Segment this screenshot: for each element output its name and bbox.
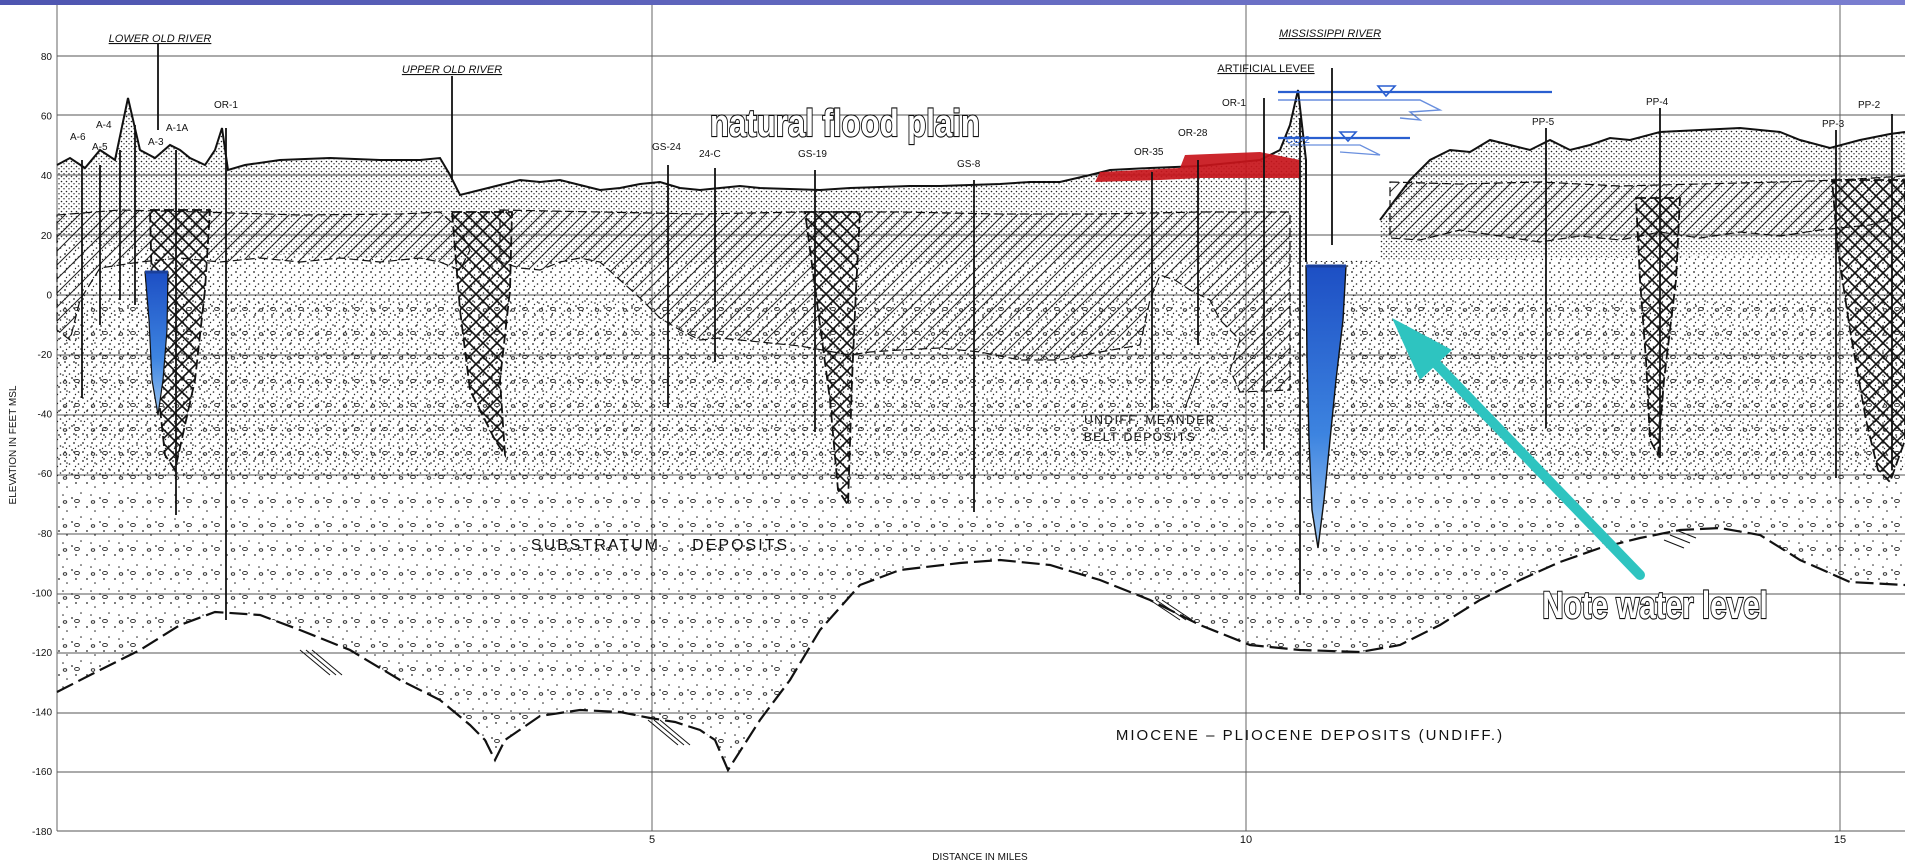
mississippi-river-label: MISSISSIPPI RIVER — [1279, 28, 1381, 40]
y-tick-label: -20 — [38, 350, 53, 361]
boring-gs8-label: GS-8 — [957, 159, 981, 170]
meander-belt-label-line1: UNDIFF. MEANDER — [1084, 413, 1216, 427]
boring-gs19-label: GS-19 — [798, 149, 827, 160]
y-tick-label: 40 — [41, 171, 53, 182]
channel-fill-pp2 — [1831, 179, 1905, 484]
substratum-base-contact — [56, 526, 1905, 773]
x-tick-label: 10 — [1240, 834, 1252, 846]
boring-a6-label: A-6 — [70, 132, 86, 143]
y-tick-label: -140 — [32, 708, 52, 719]
meander-belt-label-line2: BELT DEPOSITS — [1084, 430, 1196, 444]
boring-co2-label: CO-2 — [1286, 135, 1310, 146]
y-tick-label: 20 — [41, 231, 53, 242]
boring-a3-label: A-3 — [148, 137, 164, 148]
y-axis-ticks: 80 60 40 20 0 -20 -40 -60 -80 -100 -120 -140 -160 -18… — [32, 52, 52, 838]
y-tick-label: -40 — [38, 410, 53, 421]
y-tick-label: -60 — [38, 469, 53, 480]
y-tick-label: -120 — [32, 648, 52, 659]
boring-pp5-label: PP-5 — [1532, 117, 1555, 128]
ground-surface-line — [56, 89, 1307, 262]
y-tick-label: -160 — [32, 767, 52, 778]
x-tick-label: 5 — [649, 834, 655, 846]
upper-old-river-label: UPPER OLD RIVER — [402, 64, 502, 76]
y-tick-label: -80 — [38, 529, 53, 540]
channel-fill-upper-old-river — [451, 211, 513, 459]
x-axis-title: DISTANCE IN MILES — [932, 852, 1028, 862]
water-mississippi-river — [1305, 265, 1347, 549]
boring-or1-left-label: OR-1 — [214, 100, 238, 111]
lower-old-river-label: LOWER OLD RIVER — [109, 33, 212, 45]
boring-or35-label: OR-35 — [1134, 147, 1164, 158]
meander-belt-hatch-middle — [499, 209, 1291, 393]
sand-layer — [57, 240, 1905, 480]
boring-lines — [81, 44, 1893, 620]
y-axis-title: ELEVATION IN FEET MSL — [8, 385, 19, 504]
boring-a1a-label: A-1A — [166, 123, 189, 134]
boring-24c-label: 24-C — [699, 149, 721, 160]
y-tick-label: 0 — [46, 290, 52, 301]
x-axis-ticks: 5 10 15 — [649, 834, 1846, 846]
boring-labels: A-6 A-5 A-4 A-3 A-1A OR-1 GS-24 24-C GS-… — [70, 97, 1881, 170]
x-tick-label: 15 — [1834, 834, 1846, 846]
miocene-pliocene-label: MIOCENE – PLIOCENE DEPOSITS (UNDIFF.) — [1116, 727, 1504, 744]
y-tick-label: -100 — [32, 588, 52, 599]
y-tick-label: -180 — [32, 827, 52, 838]
boring-pp2-label: PP-2 — [1858, 100, 1881, 111]
note-water-level-callout: Note water level — [1542, 585, 1768, 627]
substratum-deposits-label: SUBSTRATUM DEPOSITS — [531, 537, 789, 554]
artificial-levee-label: ARTIFICIAL LEVEE — [1217, 63, 1314, 75]
sand-lenses — [299, 529, 1697, 746]
water-level-arrow — [1392, 318, 1645, 580]
channel-fill-pp4 — [1635, 197, 1681, 459]
boring-or28-label: OR-28 — [1178, 128, 1208, 139]
boring-gs24-label: GS-24 — [652, 142, 681, 153]
y-tick-label: 60 — [41, 112, 53, 123]
boring-pp4-label: PP-4 — [1646, 97, 1669, 108]
boring-a5-label: A-5 — [92, 142, 108, 153]
boring-pp3-label: PP-3 — [1822, 119, 1845, 130]
boring-a4-label: A-4 — [96, 120, 112, 131]
header-bar — [0, 0, 1905, 5]
channel-fill-gs19 — [803, 211, 861, 508]
y-tick-label: 80 — [41, 52, 53, 63]
natural-flood-plain-callout: natural flood plain — [710, 103, 980, 145]
meander-belt-pointer — [1184, 367, 1201, 409]
boring-or1-right-label: OR-1 — [1222, 98, 1246, 109]
water-lower-old-river — [144, 271, 169, 416]
ground-surface-line-right — [1379, 126, 1905, 221]
